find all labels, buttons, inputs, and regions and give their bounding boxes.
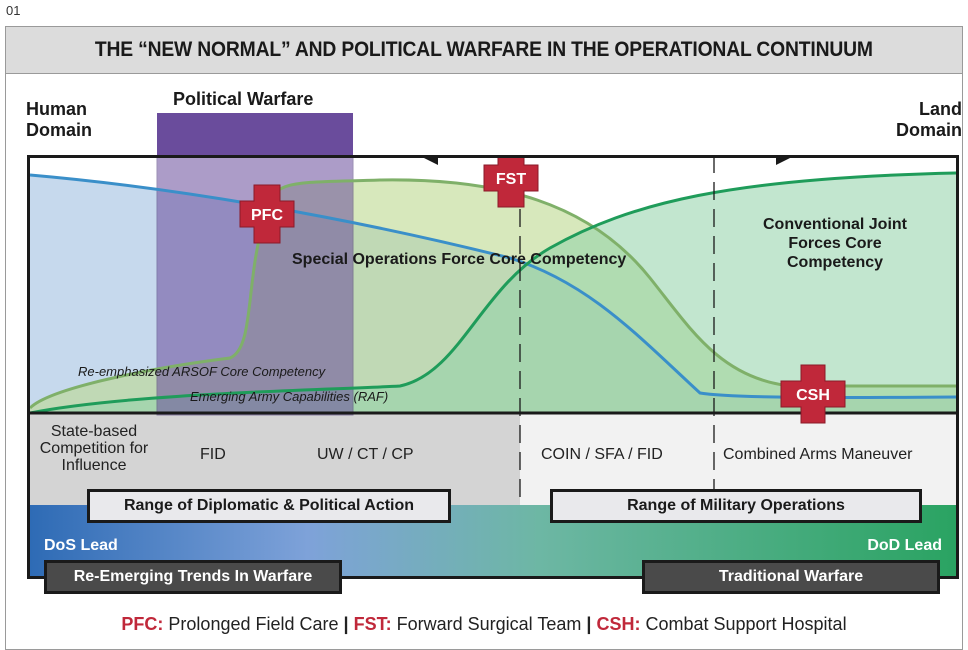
pfc-label: PFC (251, 207, 283, 224)
legend: PFC: Prolonged Field Care | FST: Forward… (121, 614, 847, 634)
op-state-based: State-based Competition for Influence (39, 423, 149, 474)
fst-cross-icon: FST (483, 158, 539, 208)
human-domain-curve (30, 173, 956, 400)
csh-label: CSH (796, 387, 830, 404)
legend-fst-abbr: FST: (353, 614, 392, 634)
op-combined-arms-maneuver: Combined Arms Maneuver (723, 446, 913, 463)
op-fid: FID (200, 446, 226, 463)
op-uw-ct-cp: UW / CT / CP (317, 446, 414, 463)
conventional-core-competency: Conventional Joint Forces Core Competenc… (763, 216, 907, 271)
legend-csh-text: Combat Support Hospital (645, 614, 847, 634)
dod-lead: DoD Lead (867, 537, 942, 554)
arsof-curve (30, 178, 956, 410)
traditional-warfare-box: Traditional Warfare (642, 560, 940, 594)
figure-number: 01 (6, 3, 21, 18)
right-domain-label: Land Domain (895, 99, 962, 140)
sof-core-competency: Special Operations Force Core Competency (292, 250, 626, 269)
pfc-cross-icon: PFC (239, 184, 295, 244)
re-emerging-warfare-box: Re-Emerging Trends In Warfare (44, 560, 342, 594)
fst-label: FST (496, 171, 526, 188)
arrow-right-icon (776, 158, 790, 165)
dos-lead: DoS Lead (44, 537, 118, 554)
political-warfare-band (157, 113, 353, 158)
csh-cross-icon: CSH (780, 364, 846, 424)
army-curve-label: Emerging Army Capabilities (RAF) (190, 389, 389, 404)
title-bar: THE “NEW NORMAL” AND POLITICAL WARFARE I… (6, 27, 962, 74)
op-coin-sfa-fid: COIN / SFA / FID (541, 446, 663, 463)
political-warfare-label: Political Warfare (173, 89, 314, 109)
figure-title: THE “NEW NORMAL” AND POLITICAL WARFARE I… (94, 38, 873, 61)
left-domain-label: Human Domain (26, 99, 93, 140)
legend-pfc-text: Prolonged Field Care (168, 614, 339, 634)
range-diplomatic-box: Range of Diplomatic & Political Action (87, 489, 451, 523)
arrow-left-icon (424, 158, 438, 165)
legend-pfc-abbr: PFC: (121, 614, 164, 634)
legend-csh-abbr: CSH: (596, 614, 641, 634)
legend-fst-text: Forward Surgical Team (396, 614, 582, 634)
army-curve (30, 171, 956, 415)
army-curve-area (30, 173, 956, 413)
arsof-curve-label: Re-emphasized ARSOF Core Competency (78, 364, 326, 379)
range-military-box: Range of Military Operations (550, 489, 922, 523)
